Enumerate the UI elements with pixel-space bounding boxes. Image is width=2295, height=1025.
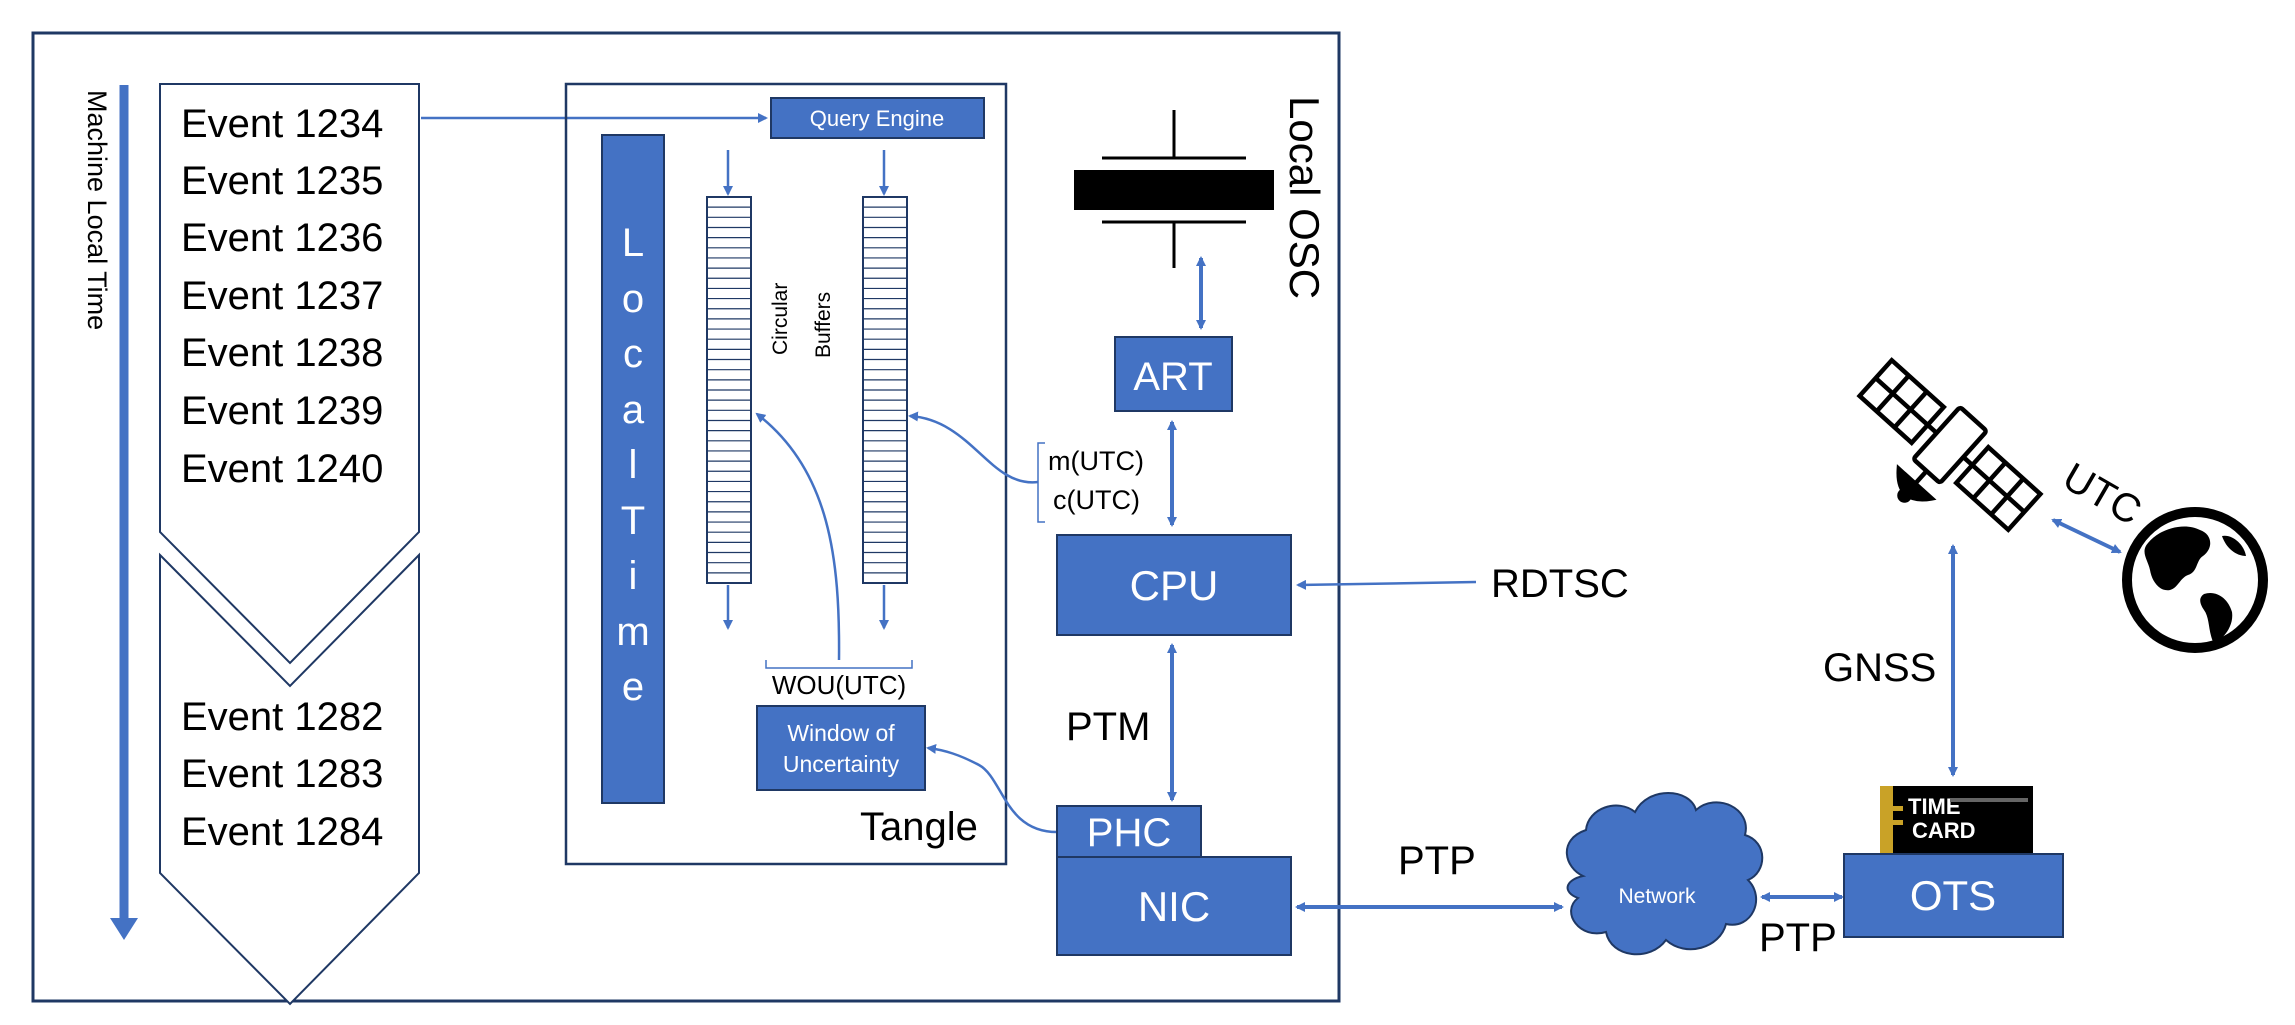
ptp-left-label: PTP [1398,839,1476,883]
window-of-uncertainty-box: Window of Uncertainty [756,705,926,791]
wou-to-buffer-arrow [755,412,841,661]
local-time-letter: l [629,443,638,487]
local-time-letter: o [622,277,644,321]
circular-buffer-left [706,196,752,584]
tangle-label: Tangle [860,805,978,849]
wou-bracket [765,660,913,669]
utc-arrow [2051,518,2122,554]
circular-buffer-right [862,196,908,584]
m-utc-label: m(UTC) [1048,446,1144,476]
time-card-logo-line1: TIME [1908,794,1961,819]
event-item: Event 1237 [181,274,383,318]
rdtsc-label: RDTSC [1491,562,1629,606]
utc-params-bracket [1037,442,1045,523]
event-item: Event 1284 [181,810,383,854]
circular-buffers-label: Circular Buffers [769,283,835,358]
local-time-letter: m [616,610,649,654]
cloud-icon: Network [1565,792,1764,956]
event-item: Event 1236 [181,216,383,260]
cpu-box: CPU [1056,534,1292,636]
time-card-logo-line2: CARD [1912,818,1976,843]
window-label-line2: Uncertainty [783,751,900,777]
event-list-top: Event 1234 Event 1235 Event 1236 Event 1… [181,102,383,491]
wou-label: WOU(UTC) [772,670,906,700]
local-time-bar: L o c a l T i m e [601,134,665,804]
event-list-bottom: Event 1282 Event 1283 Event 1284 [181,695,383,854]
oscillator-icon [1074,110,1274,268]
local-time-letter: c [623,332,643,376]
c-utc-label: c(UTC) [1053,485,1140,515]
cpu-label: CPU [1130,562,1219,609]
event-item: Event 1282 [181,695,383,739]
ots-box: OTS [1843,853,2064,938]
local-time-letter: a [622,388,645,432]
event-item: Event 1283 [181,752,383,796]
circular-buffers-label-line1: Circular [769,283,792,355]
event-item: Event 1235 [181,159,383,203]
rdtsc-arrow [1296,579,1477,590]
gnss-label: GNSS [1823,646,1936,690]
phc-label: PHC [1087,811,1171,855]
phc-box: PHC [1056,805,1202,858]
machine-local-time-label: Machine Local Time [82,90,112,330]
satellite-icon [1856,357,2044,533]
nic-box: NIC [1056,856,1292,956]
network-label: Network [1618,885,1696,908]
circular-buffers-label-line2: Buffers [812,292,835,358]
machine-boundary [31,31,1341,1003]
event-item: Event 1239 [181,389,383,433]
machine-local-time-axis: Machine Local Time [82,85,138,940]
time-card-icon: TIME CARD [1880,786,2033,856]
local-time-letter: e [622,665,644,709]
utc-label: UTC [2056,455,2149,534]
ots-label: OTS [1910,872,1996,919]
nic-label: NIC [1138,883,1210,930]
window-label-line1: Window of [787,720,895,746]
event-chevron-top [159,83,420,665]
local-time-letter: i [629,554,638,598]
ptm-label: PTM [1066,705,1150,749]
event-item: Event 1234 [181,102,383,146]
event-item: Event 1240 [181,447,383,491]
event-chevron-bottom [159,552,420,1006]
local-time-letter: T [621,499,645,543]
local-time-letter: L [622,221,644,265]
utc-params-to-buffer-arrow [908,411,1039,484]
phc-to-window-arrow [926,743,1058,834]
local-osc-label: Local OSC [1281,96,1328,299]
query-engine-label: Query Engine [810,106,945,131]
art-label: ART [1133,355,1212,399]
art-box: ART [1114,336,1233,412]
event-item: Event 1238 [181,331,383,375]
globe-icon [2122,507,2268,653]
query-engine-box: Query Engine [770,97,985,139]
ptp-right-label: PTP [1759,916,1837,960]
